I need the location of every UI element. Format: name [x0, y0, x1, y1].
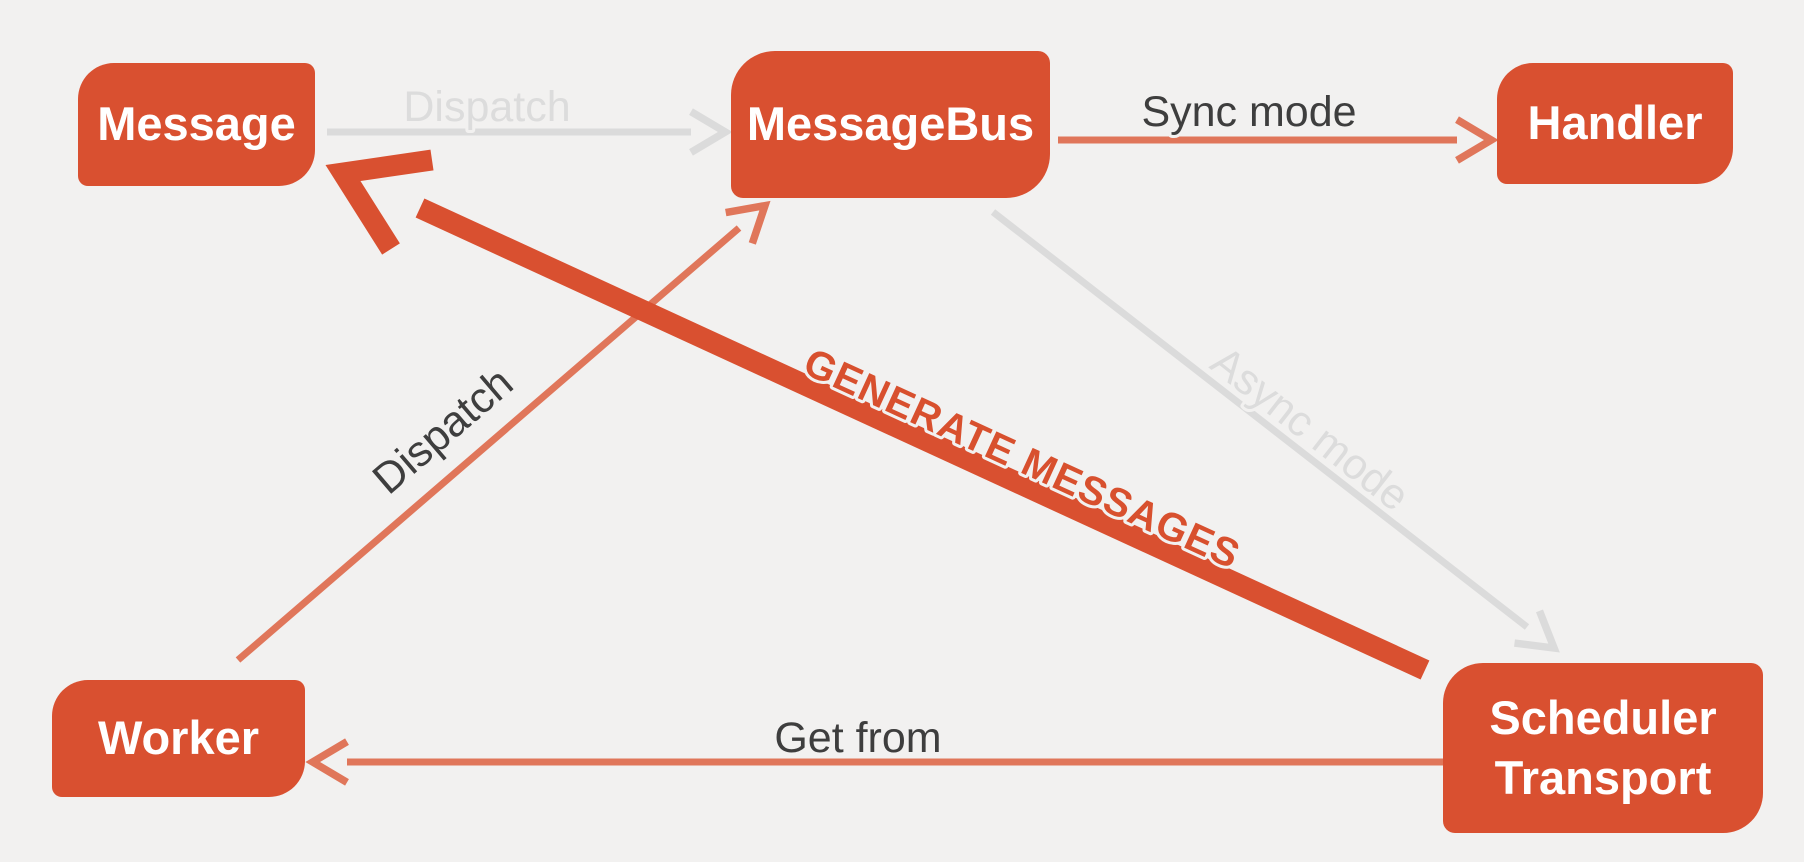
node-worker-label: Worker [97, 711, 260, 765]
edge-label-dispatch-gray: Dispatch [403, 83, 570, 131]
edge-label-generate-messages: GENERATE MESSAGES [797, 340, 1246, 577]
node-message: Message [78, 63, 315, 186]
node-messagebus: MessageBus [731, 51, 1050, 198]
edge-label-get-from: Get from [774, 714, 941, 762]
edge-label-async-mode: Async mode [1202, 337, 1418, 520]
node-scheduler-transport-label: Scheduler Transport [1489, 690, 1717, 804]
edge-worker-to-messagebus [235, 200, 771, 663]
edge-messagebus-to-scheduler [990, 209, 1560, 653]
node-handler: Handler [1497, 63, 1733, 184]
node-message-label: Message [97, 97, 296, 151]
node-worker: Worker [52, 680, 305, 797]
node-handler-label: Handler [1527, 96, 1703, 150]
node-messagebus-label: MessageBus [746, 97, 1035, 151]
edge-scheduler-to-message-arrowhead [325, 149, 434, 255]
edge-scheduler-to-message-shaft [415, 198, 1430, 680]
node-scheduler-transport: Scheduler Transport [1443, 663, 1763, 833]
edge-label-sync-mode: Sync mode [1141, 88, 1356, 136]
